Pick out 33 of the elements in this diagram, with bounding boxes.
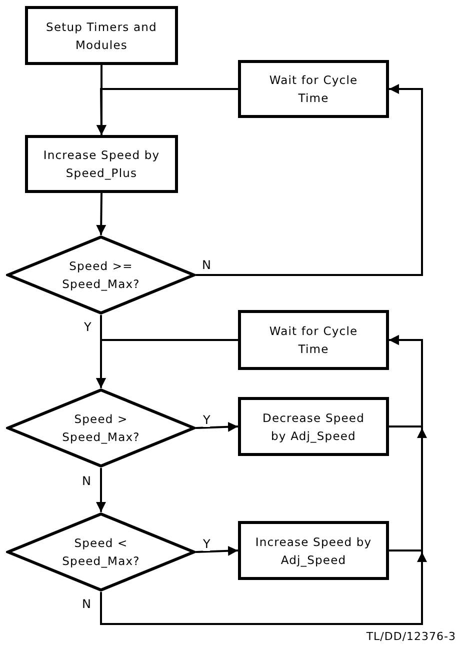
arrow [196,422,238,432]
process-box [25,135,178,193]
edge-label: Y [203,537,210,551]
node-text: Increase Speed by Speed_Plus [42,147,160,182]
node-text: Wait for Cycle Time [268,323,359,358]
edge-label: N [82,597,91,611]
decision-diamond [6,512,196,592]
decision-diamond [6,235,196,315]
node-text: Setup Timers and Modules [45,18,158,54]
edge-label: Y [84,320,92,334]
arrow [96,339,238,388]
edge-label: Y [203,413,210,427]
process-box [238,60,389,118]
node-text: Speed >= Speed_Max? [61,258,141,293]
arrow [196,84,423,276]
node-text: Speed > Speed_Max? [61,411,141,446]
arrow [96,192,106,236]
decision-diamond [6,388,196,468]
process-box [25,6,178,65]
arrow [196,546,238,556]
process-box [238,397,389,456]
process-box [238,310,389,370]
node-text: Wait for Cycle Time [268,72,359,107]
arrow [96,468,106,512]
edge-label: N [82,474,91,488]
node-text: Decrease Speed by Adj_Speed [261,410,366,444]
arrow [96,88,238,136]
arrow [100,335,423,625]
figure-id: TL/DD/12376-3 [366,630,456,643]
process-box [238,521,389,580]
node-text: Speed < Speed_Max? [61,535,141,570]
edge-label: N [202,258,211,272]
node-text: Increase Speed by Adj_Speed [254,534,372,568]
